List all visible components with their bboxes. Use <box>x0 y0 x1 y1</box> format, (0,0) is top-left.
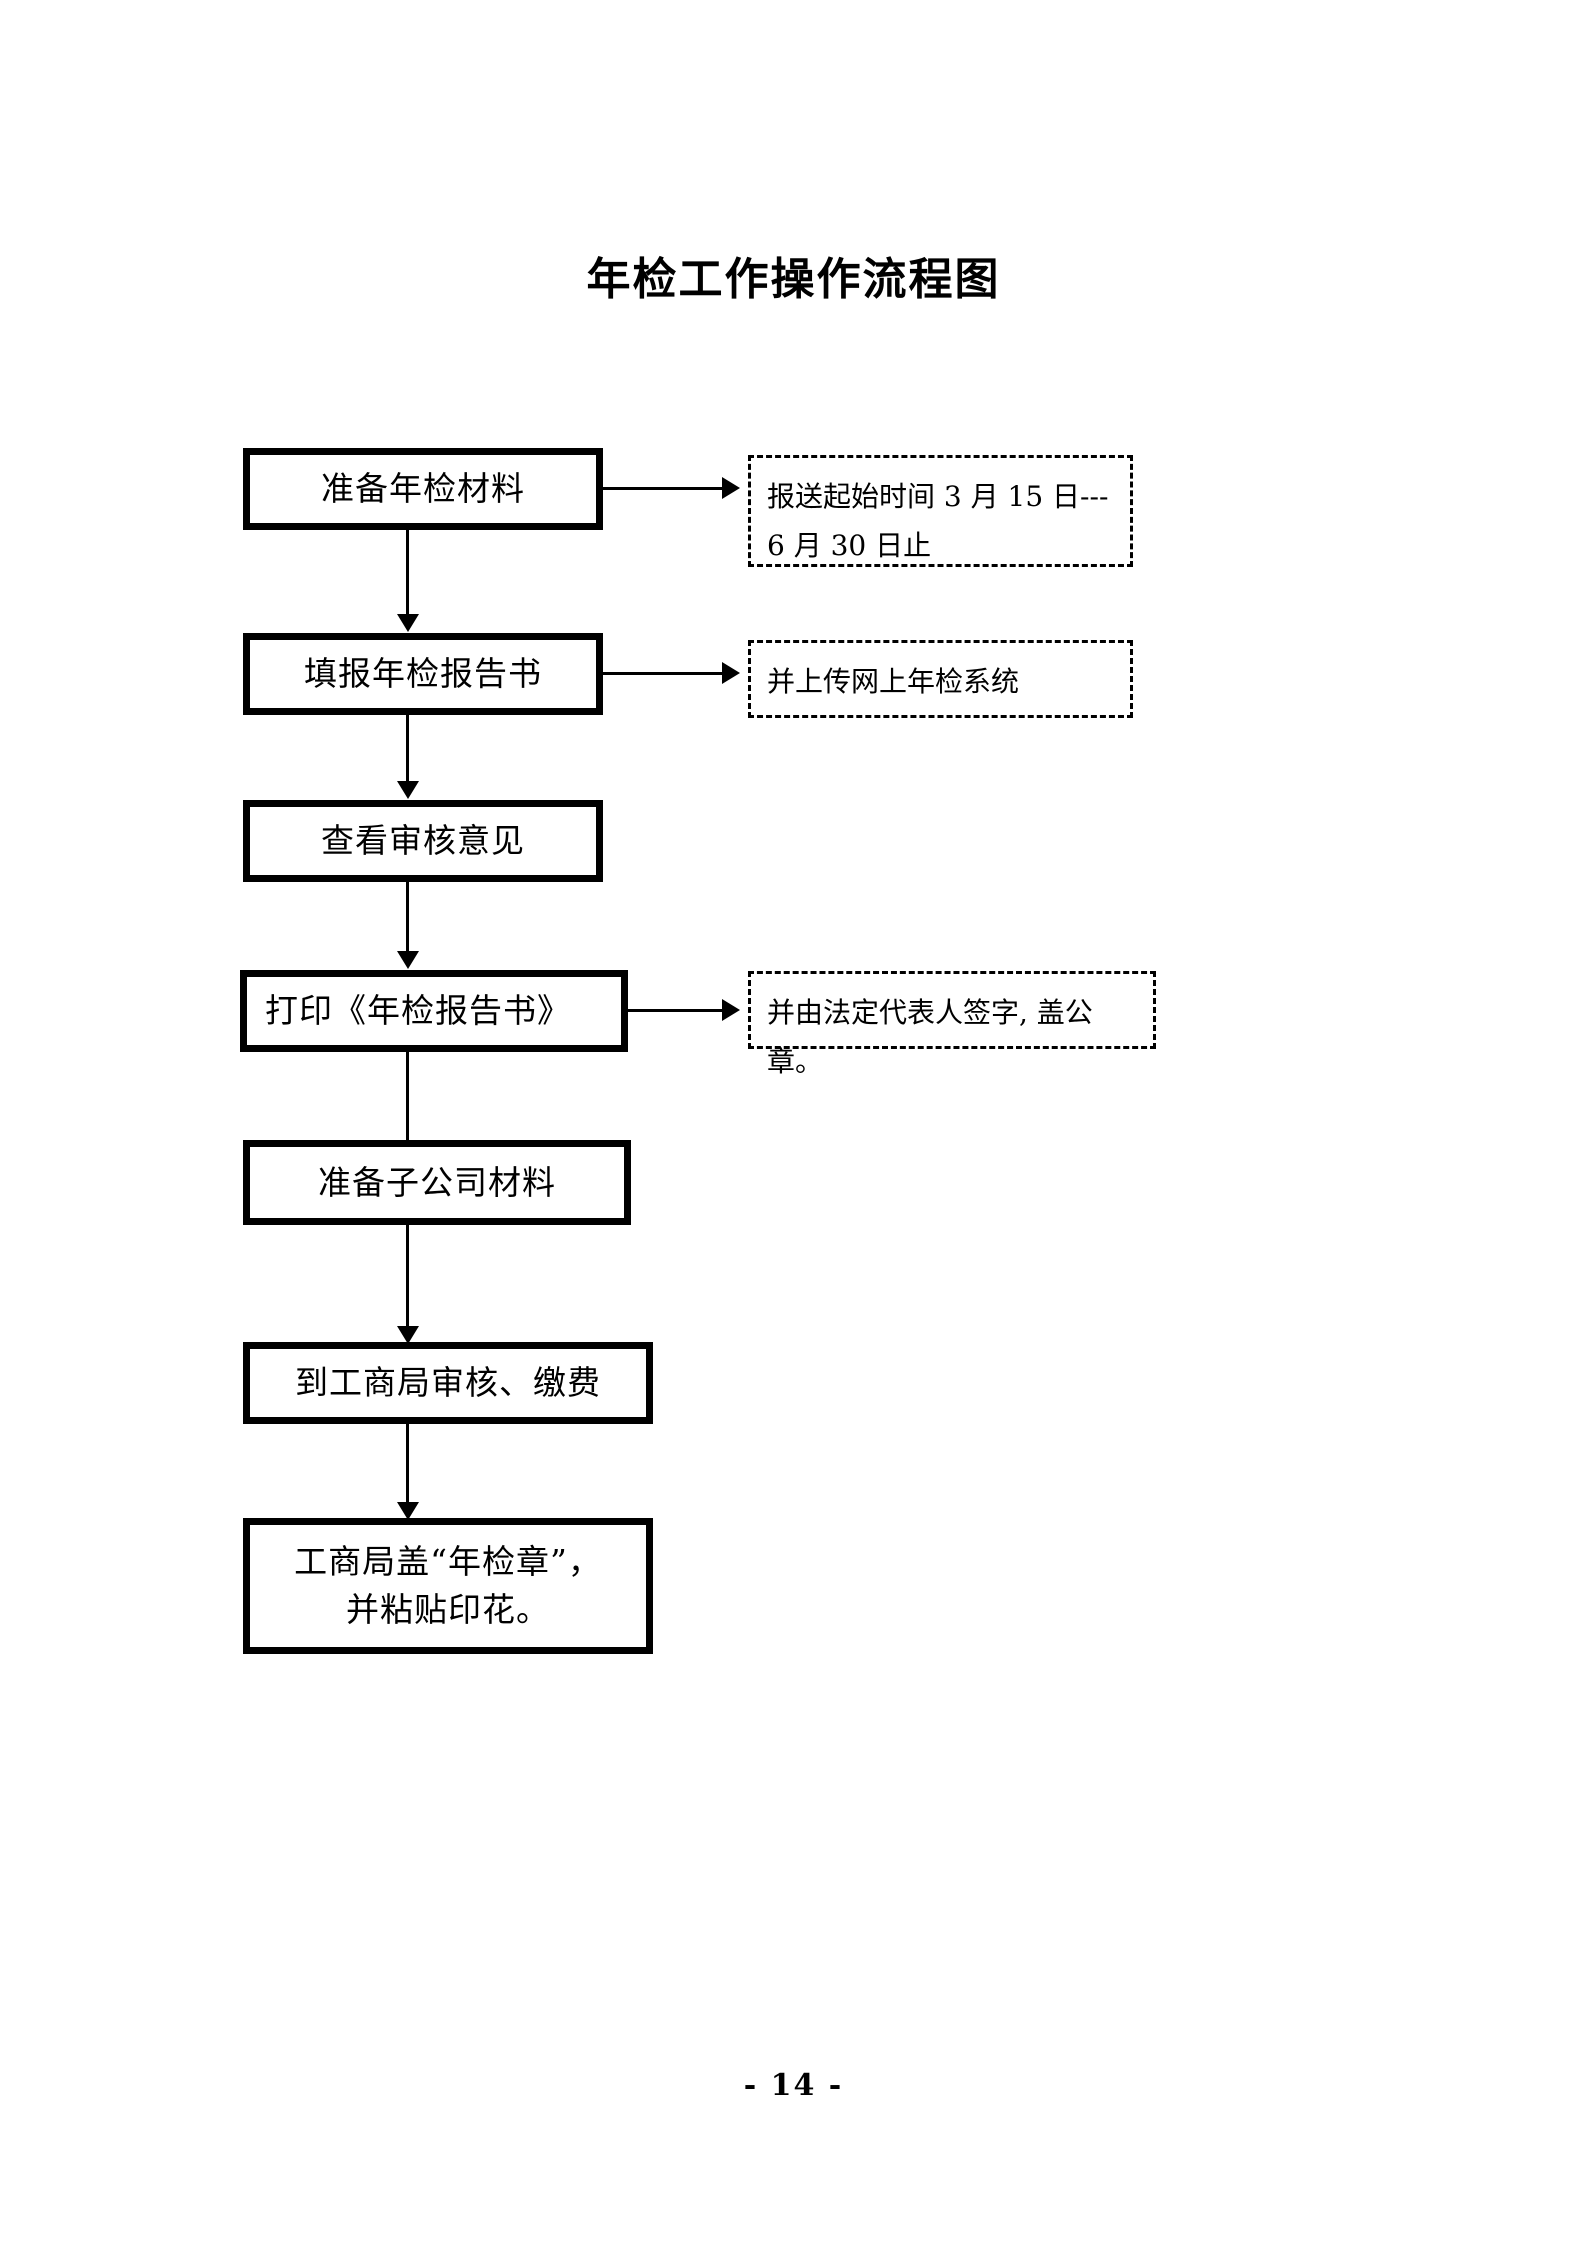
annotation-label: 报送起始时间 3 月 15 日---6 月 30 日止 <box>767 480 1109 562</box>
flow-node-fill-report[interactable]: 填报年检报告书 <box>243 633 603 715</box>
annotation-label: 并上传网上年检系统 <box>767 665 1020 698</box>
flow-node-prepare-subsidiary-materials[interactable]: 准备子公司材料 <box>243 1140 631 1225</box>
connector-n2-n3-line <box>406 715 409 788</box>
annotation-submission-period: 报送起始时间 3 月 15 日---6 月 30 日止 <box>748 455 1133 567</box>
connector-n1-note1-arrowhead <box>722 477 740 499</box>
connector-n4-note3-arrowhead <box>722 999 740 1021</box>
flow-node-label: 准备子公司材料 <box>318 1162 556 1202</box>
page-title: 年检工作操作流程图 <box>586 254 1001 305</box>
connector-n1-n2-line <box>406 530 409 620</box>
connector-n4-n5-line <box>406 1052 409 1172</box>
page-number: - 14 - <box>743 2068 844 2103</box>
connector-n1-n2-arrowhead <box>397 614 419 632</box>
flow-node-view-review-opinion[interactable]: 查看审核意见 <box>243 800 603 882</box>
connector-n3-n4-arrowhead <box>397 951 419 969</box>
flow-node-label: 准备年检材料 <box>321 469 525 509</box>
connector-n2-note2-line <box>603 672 725 675</box>
connector-n6-n7-arrowhead <box>397 1502 419 1520</box>
flow-node-label: 查看审核意见 <box>321 821 525 861</box>
connector-n5-n6-arrowhead <box>397 1326 419 1344</box>
flow-node-prepare-materials[interactable]: 准备年检材料 <box>243 448 603 530</box>
connector-n5-n6-line <box>406 1225 409 1333</box>
flow-node-label: 填报年检报告书 <box>304 654 542 694</box>
flow-node-label: 工商局盖“年检章”， 并粘贴印花。 <box>294 1542 602 1629</box>
connector-n3-n4-line <box>406 882 409 958</box>
flow-node-label: 到工商局审核、缴费 <box>295 1363 601 1403</box>
flow-node-review-and-pay[interactable]: 到工商局审核、缴费 <box>243 1342 653 1424</box>
connector-n2-n3-arrowhead <box>397 781 419 799</box>
connector-n6-n7-line <box>406 1424 409 1509</box>
connector-n4-note3-line <box>628 1009 725 1012</box>
flow-node-print-report[interactable]: 打印《年检报告书》 <box>240 970 628 1052</box>
connector-n1-note1-line <box>603 487 725 490</box>
flow-node-stamp-and-affix[interactable]: 工商局盖“年检章”， 并粘贴印花。 <box>243 1518 653 1654</box>
annotation-label: 并由法定代表人签字, 盖公章。 <box>767 996 1093 1078</box>
flow-node-label: 打印《年检报告书》 <box>265 991 571 1031</box>
annotation-upload-system: 并上传网上年检系统 <box>748 640 1133 718</box>
connector-n2-note2-arrowhead <box>722 662 740 684</box>
annotation-legal-rep-signature: 并由法定代表人签字, 盖公章。 <box>748 971 1156 1078</box>
